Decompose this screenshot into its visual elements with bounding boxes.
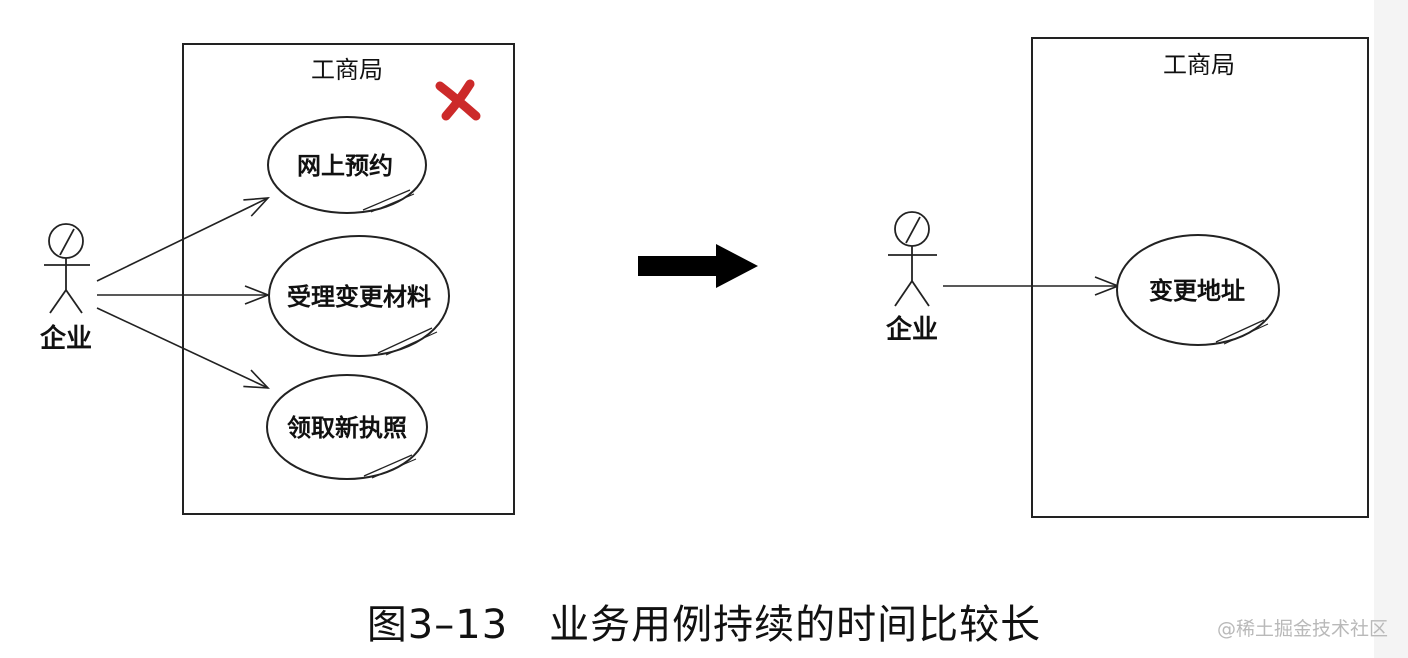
left-system-title: 工商局	[311, 56, 383, 84]
figure-caption: 图3–13 业务用例持续的时间比较长	[366, 602, 1042, 648]
use-case-collect-license: 领取新执照	[266, 374, 428, 480]
use-case-label: 领取新执照	[287, 414, 407, 442]
association-arrow-3	[96, 307, 268, 388]
left-actor-label: 企业	[40, 323, 92, 354]
use-case-label: 网上预约	[297, 152, 393, 180]
left-actor	[44, 223, 90, 314]
right-diagram: 工商局 企业 变更地址	[886, 37, 1369, 518]
right-actor	[888, 211, 937, 307]
use-case-online-appointment: 网上预约	[267, 116, 427, 214]
page-edge-shade	[1374, 0, 1408, 658]
left-system-boundary	[182, 43, 515, 515]
use-case-accept-materials: 受理变更材料	[268, 235, 450, 357]
right-system-boundary	[1031, 37, 1369, 518]
right-actor-label: 企业	[886, 314, 938, 345]
red-cross-icon	[435, 79, 481, 121]
use-case-change-address: 变更地址	[1116, 234, 1280, 346]
association-arrow-1	[96, 198, 268, 282]
left-diagram: 工商局 企业 网上预约	[40, 43, 515, 515]
right-system-title: 工商局	[1163, 51, 1235, 79]
watermark: @稀土掘金技术社区	[1216, 618, 1388, 640]
use-case-label: 变更地址	[1149, 277, 1245, 305]
use-case-label: 受理变更材料	[287, 283, 431, 311]
right-arrow-icon	[638, 244, 758, 288]
